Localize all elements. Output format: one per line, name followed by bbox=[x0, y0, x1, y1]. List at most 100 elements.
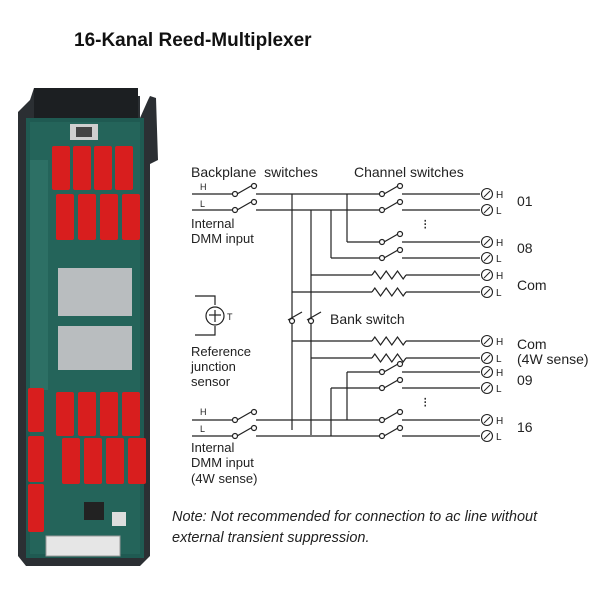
relay bbox=[28, 436, 44, 482]
com-label: Com bbox=[517, 277, 547, 293]
relay bbox=[115, 146, 133, 190]
internal-dmm-4w-label-line3: (4W sense) bbox=[191, 471, 257, 486]
screw-slot bbox=[483, 354, 491, 362]
screw-slot bbox=[483, 432, 491, 440]
backplane-switch bbox=[236, 411, 252, 421]
relay-group bbox=[28, 146, 146, 532]
relay bbox=[56, 392, 74, 436]
screw-slot bbox=[483, 238, 491, 246]
switch-contact bbox=[288, 317, 296, 325]
resistor bbox=[371, 286, 407, 298]
relay bbox=[100, 392, 118, 436]
switch-contact bbox=[378, 238, 386, 246]
switch-contact bbox=[307, 317, 315, 325]
terminal-h-label: H bbox=[496, 238, 503, 249]
channel-switch bbox=[383, 185, 399, 195]
com-4w-label-line1: Com bbox=[517, 336, 547, 352]
relay bbox=[56, 194, 74, 240]
channel-switch bbox=[383, 201, 399, 211]
backplane-switch bbox=[236, 427, 252, 437]
relay bbox=[28, 484, 44, 532]
screw-slot bbox=[483, 254, 491, 262]
chip bbox=[112, 512, 126, 526]
switch-contact bbox=[378, 384, 386, 392]
switch-contact bbox=[378, 206, 386, 214]
relay bbox=[73, 146, 91, 190]
internal-dmm-4w-label-line1: Internal bbox=[191, 440, 234, 455]
resistor bbox=[371, 352, 407, 364]
channel-switch bbox=[383, 411, 399, 421]
reference-label-line2: junction bbox=[190, 359, 236, 374]
bottom-connector bbox=[45, 535, 121, 557]
switch-contact bbox=[231, 416, 239, 424]
terminal-h-label: H bbox=[496, 190, 503, 201]
switch-contact bbox=[396, 246, 404, 254]
switch-contact bbox=[396, 182, 404, 190]
thermistor-t-label: T bbox=[227, 312, 233, 322]
channel-switch bbox=[383, 379, 399, 389]
channel-switches-label: Channel switches bbox=[354, 164, 464, 180]
terminal-l-label: L bbox=[496, 432, 502, 443]
terminal-l-label: L bbox=[496, 254, 502, 265]
channel-16-label: 16 bbox=[517, 419, 533, 435]
screw-slot bbox=[483, 271, 491, 279]
switch-contact bbox=[231, 190, 239, 198]
channel-switch bbox=[383, 249, 399, 259]
relay bbox=[122, 392, 140, 436]
backplane-switches-label: Backplane switches bbox=[191, 164, 318, 180]
backplane-switch bbox=[236, 201, 252, 211]
switch-contact bbox=[396, 424, 404, 432]
channel-switch bbox=[383, 427, 399, 437]
switch-contact bbox=[250, 424, 258, 432]
footnote: Note: Not recommended for connection to … bbox=[172, 509, 538, 546]
switch-contact bbox=[378, 368, 386, 376]
screw-slot bbox=[483, 416, 491, 424]
l-label-bottom: L bbox=[200, 424, 205, 434]
screw-slot bbox=[483, 190, 491, 198]
backplane-switch bbox=[236, 185, 252, 195]
switch-contact bbox=[396, 376, 404, 384]
com-4w-label-line2: (4W sense) bbox=[517, 351, 589, 367]
internal-dmm-input-label-line1: Internal bbox=[191, 216, 234, 231]
internal-dmm-input-label-line2: DMM input bbox=[191, 231, 254, 246]
channel-09-label: 09 bbox=[517, 372, 533, 388]
screw-slot bbox=[483, 337, 491, 345]
page-title: 16-Kanal Reed-Multiplexer bbox=[74, 30, 312, 51]
ellipsis-top: ⁝ bbox=[423, 216, 427, 232]
terminal-l-label: L bbox=[496, 354, 502, 365]
relay bbox=[100, 194, 118, 240]
reference-label-line1: Reference bbox=[191, 344, 251, 359]
relay bbox=[122, 194, 140, 240]
switch-contact bbox=[378, 416, 386, 424]
h-label-top: H bbox=[200, 182, 207, 192]
screw-slot bbox=[483, 206, 491, 214]
resistor bbox=[371, 269, 407, 281]
relay bbox=[94, 146, 112, 190]
switch-contact bbox=[231, 432, 239, 440]
switch-contact bbox=[378, 190, 386, 198]
terminal-l-label: L bbox=[496, 384, 502, 395]
screw-slot bbox=[483, 368, 491, 376]
switch-contact bbox=[250, 408, 258, 416]
relay bbox=[84, 438, 102, 484]
channel-01-label: 01 bbox=[517, 193, 533, 209]
relay bbox=[106, 438, 124, 484]
terminal-h-label: H bbox=[496, 368, 503, 379]
relay bbox=[28, 388, 44, 432]
screw-slot bbox=[483, 288, 491, 296]
internal-dmm-4w-label-line2: DMM input bbox=[191, 455, 254, 470]
switch-contact bbox=[378, 432, 386, 440]
switch-contact bbox=[396, 360, 404, 368]
h-label-bottom: H bbox=[200, 407, 207, 417]
terminal-h-label: H bbox=[496, 271, 503, 282]
switch-contact bbox=[250, 182, 258, 190]
terminal-blocks bbox=[58, 268, 132, 370]
channel-08-label: 08 bbox=[517, 240, 533, 256]
switch-contact bbox=[396, 408, 404, 416]
l-label-top: L bbox=[200, 199, 205, 209]
relay bbox=[78, 392, 96, 436]
switch-contact bbox=[396, 230, 404, 238]
relay bbox=[78, 194, 96, 240]
screw-slot bbox=[483, 384, 491, 392]
